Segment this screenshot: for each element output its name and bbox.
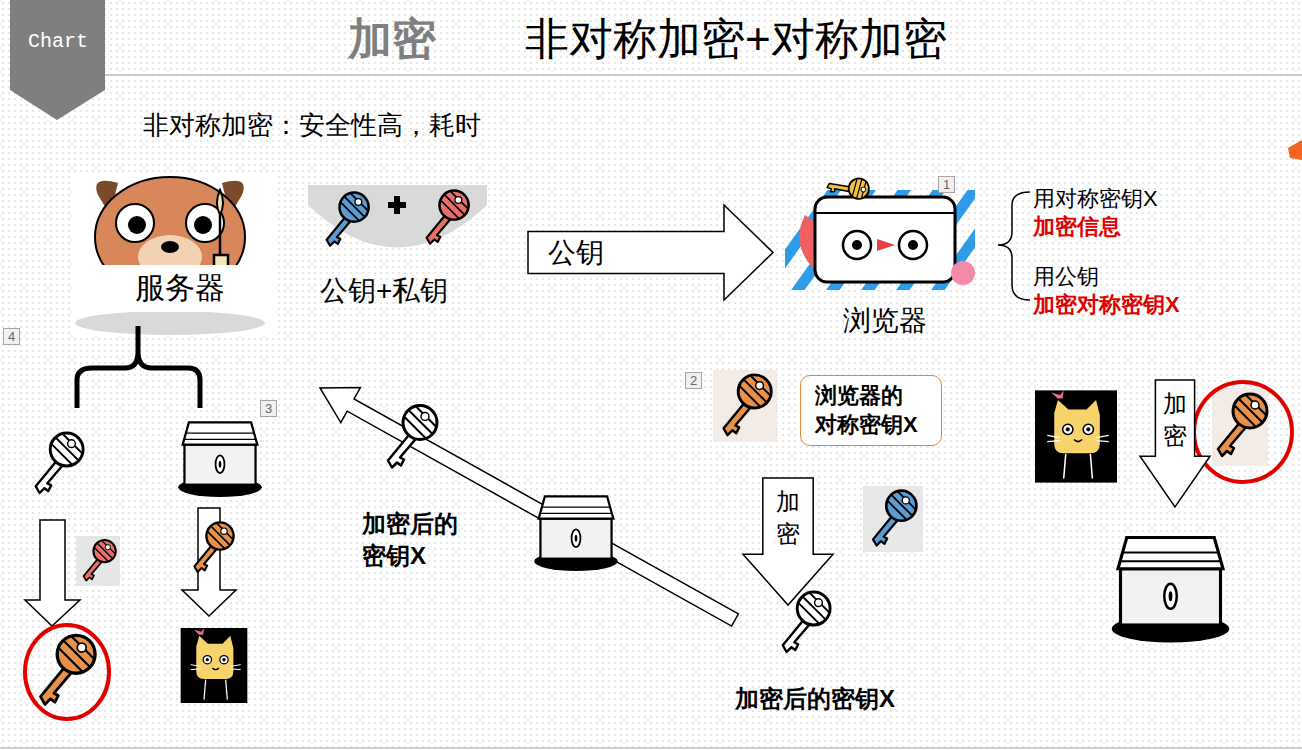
node-text: 服务器 bbox=[135, 268, 225, 309]
tab-label: Chart bbox=[28, 30, 88, 53]
node-text: 浏览器 bbox=[785, 302, 985, 340]
callout-number: 4 bbox=[3, 328, 20, 345]
node-text: 加密 bbox=[776, 486, 800, 550]
callout-number: 3 bbox=[260, 400, 277, 417]
key-pair-label: 公钥+私钥 bbox=[320, 272, 448, 310]
note-highlight: 加密信息 bbox=[1033, 212, 1121, 242]
server-label-box: 服务器 bbox=[88, 265, 272, 312]
note-highlight: 加密对称密钥X bbox=[1033, 290, 1180, 320]
encrypt-arrow: 加密 bbox=[1140, 380, 1210, 507]
encrypt-arrow: 加密 bbox=[743, 478, 833, 605]
key-label: 加密后的密钥X bbox=[735, 683, 895, 715]
title-prefix: 加密 bbox=[348, 10, 436, 69]
key-label: 加密后的 密钥X bbox=[362, 508, 474, 572]
node-text: 公钥 bbox=[548, 234, 604, 272]
slide-title: 非对称加密+对称加密 bbox=[525, 10, 947, 69]
callout-box: 浏览器的 对称密钥X bbox=[800, 375, 942, 446]
node-text: 浏览器的 对称密钥X bbox=[815, 382, 927, 439]
note-text: 用公钥 bbox=[1033, 262, 1099, 292]
callout-number: 2 bbox=[685, 372, 702, 389]
callout-number: 1 bbox=[938, 176, 955, 193]
subtitle: 非对称加密：安全性高，耗时 bbox=[143, 108, 481, 143]
public-key-arrow: 公钥 bbox=[528, 205, 773, 300]
note-text: 用对称密钥X bbox=[1033, 184, 1158, 214]
node-text: 加密 bbox=[1163, 388, 1187, 452]
browser-figure: 浏览器 bbox=[785, 175, 985, 340]
